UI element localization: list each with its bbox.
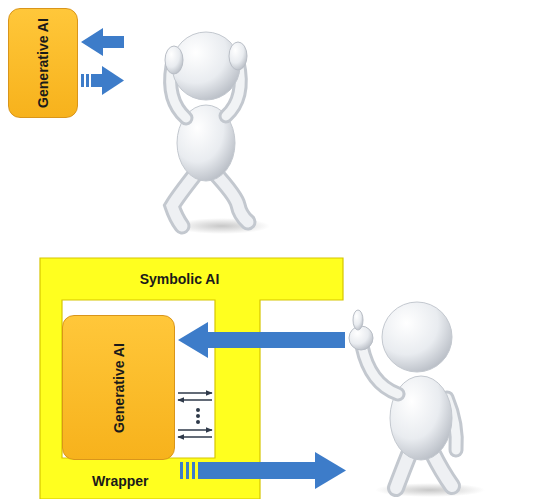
box-label: Generative AI: [35, 18, 51, 108]
exchange-arrow: [178, 429, 212, 430]
output-arrow: [81, 66, 124, 95]
exchange-arrow: [178, 399, 212, 400]
wrapper-label: Wrapper: [92, 473, 149, 489]
input-arrow: [178, 322, 345, 358]
generative-ai-box: Generative AI: [62, 315, 175, 460]
ellipsis-dots: [196, 408, 200, 424]
input-arrow: [81, 28, 124, 56]
stressed-figure: [165, 32, 270, 234]
box-label: Generative AI: [110, 343, 126, 433]
generative-ai-box: Generative AI: [8, 8, 78, 118]
wrapper-shape: [40, 258, 343, 499]
happy-figure: [349, 302, 485, 497]
exchange-arrow: [178, 392, 212, 393]
wrapper-title: Symbolic AI: [140, 271, 220, 287]
output-arrow: [180, 452, 346, 489]
exchange-arrow: [178, 436, 212, 437]
